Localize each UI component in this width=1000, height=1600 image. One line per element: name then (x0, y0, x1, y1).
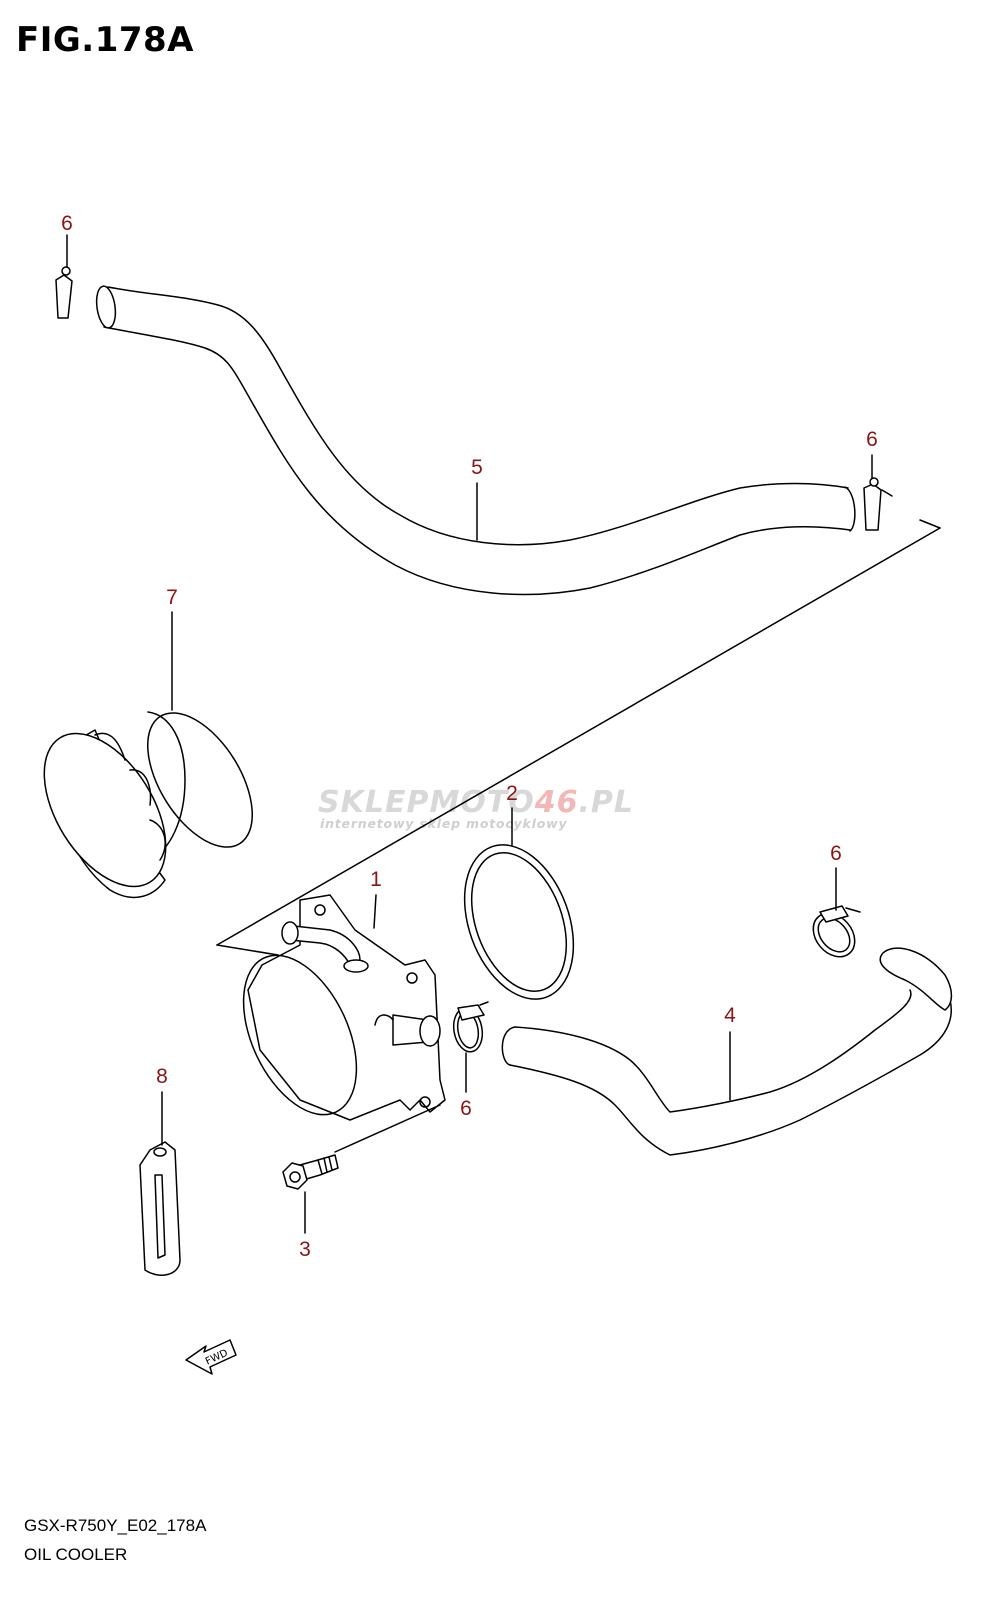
diagram-code: GSX-R750Y_E02_178A (24, 1516, 207, 1535)
callout-6: 6 (460, 1097, 472, 1120)
clamp-right (812, 905, 861, 958)
oil-filter (43, 711, 254, 899)
leader-lines (66, 234, 873, 1234)
callout-2: 2 (506, 782, 518, 805)
callouts: 6 5 6 7 2 6 1 4 8 6 3 (61, 212, 878, 1261)
hose-lower (501, 947, 953, 1156)
oil-cooler (242, 894, 446, 1121)
callout-1: 1 (370, 868, 382, 891)
watermark: SKLEPMOTO46.PL internetowy sklep motocyk… (318, 785, 634, 831)
watermark-tagline: internetowy sklep motocyklowy (320, 816, 567, 831)
callout-3: 3 (299, 1238, 311, 1261)
callout-6: 6 (61, 212, 73, 235)
callout-5: 5 (471, 456, 483, 479)
callout-4: 4 (724, 1004, 736, 1027)
hose-upper (95, 285, 856, 596)
figure-title: FIG.178A (16, 20, 194, 60)
fwd-arrow: FWD (185, 1339, 237, 1375)
clamp-middle (452, 1001, 489, 1053)
bolt (282, 1104, 441, 1190)
clamp-upper-right (863, 477, 893, 531)
diagram-name: OIL COOLER (24, 1545, 128, 1564)
clamp-upper-left (55, 266, 73, 319)
callout-6: 6 (866, 428, 878, 451)
callout-6: 6 (830, 842, 842, 865)
o-ring (463, 844, 575, 1000)
callout-8: 8 (156, 1065, 168, 1088)
watermark-brand: SKLEPMOTO46.PL (318, 785, 634, 820)
callout-7: 7 (166, 586, 178, 609)
assembly-lines (216, 519, 941, 956)
hose-clamp-bracket (139, 1141, 181, 1276)
